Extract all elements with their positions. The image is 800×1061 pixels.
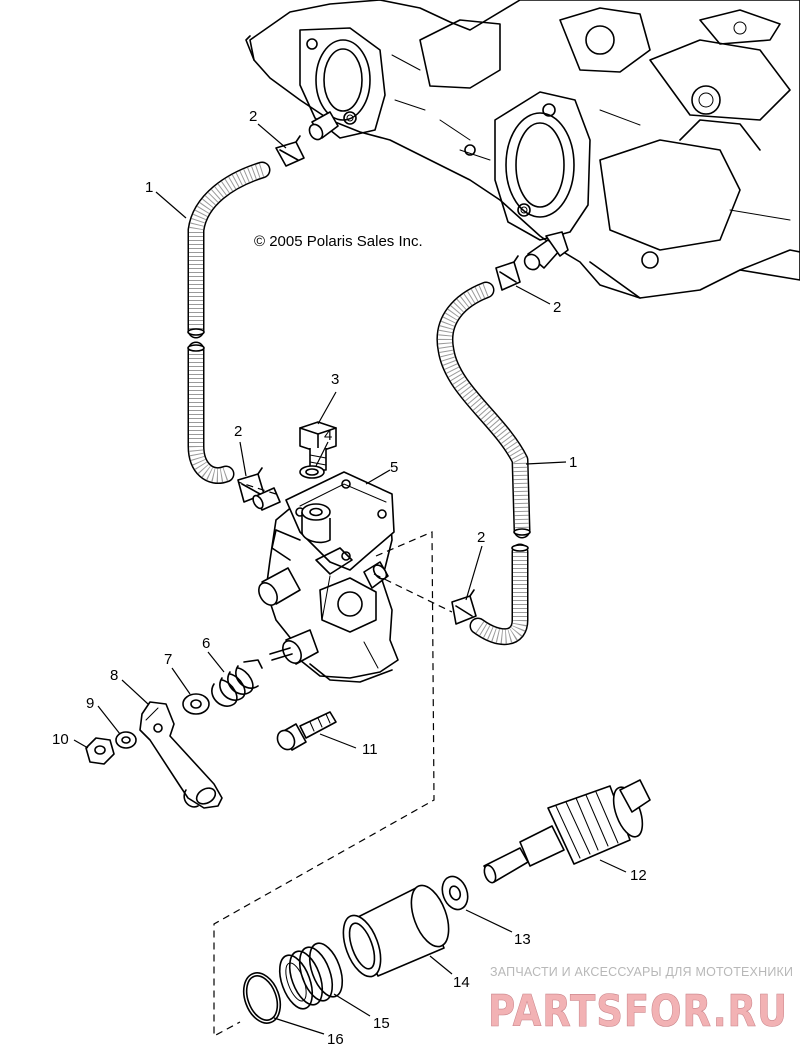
- callout-labels: 1 2 2 3 4 5 1 2 2 6 7 8 9 10 11 12 13 14…: [52, 108, 647, 1048]
- lock-washer: [115, 731, 137, 749]
- return-spring: [211, 659, 263, 707]
- hose-clamp-right-upper: [495, 255, 521, 291]
- hex-nut: [85, 737, 115, 765]
- callout-3: 3: [331, 371, 339, 388]
- upper-hose-fitting: [308, 111, 339, 141]
- drive-gear-shaft: [483, 779, 651, 884]
- copyright-notice: © 2005 Polaris Sales Inc.: [254, 233, 423, 250]
- callout-12: 12: [630, 867, 647, 884]
- drive-sleeve: [342, 884, 450, 978]
- callout-7: 7: [164, 651, 172, 668]
- watermark-brand: PARTSFOR.RU: [488, 986, 788, 1037]
- callout-5: 5: [390, 459, 398, 476]
- callout-1-left: 1: [145, 179, 153, 196]
- shaft-washer: [441, 875, 469, 911]
- oil-pump-body: [258, 471, 399, 683]
- callout-2-right-lower: 2: [477, 529, 485, 546]
- snap-ring: [242, 972, 282, 1024]
- callout-8: 8: [110, 667, 118, 684]
- callout-15: 15: [373, 1015, 390, 1032]
- callout-2-left-lower: 2: [234, 423, 242, 440]
- oil-hose-left: [187, 161, 271, 484]
- sealing-washer: [299, 465, 325, 479]
- callout-16: 16: [327, 1031, 344, 1048]
- callout-2-right-upper: 2: [553, 299, 561, 316]
- mounting-screw: [276, 711, 337, 751]
- callout-2-upper: 2: [249, 108, 257, 125]
- callout-4: 4: [324, 427, 332, 444]
- callout-11: 11: [362, 741, 378, 758]
- assembly-outline: [213, 531, 435, 1038]
- hose-clamp-upper: [275, 135, 305, 167]
- lower-hose-fitting: [523, 231, 569, 271]
- watermark-subtitle: ЗАПЧАСТИ И АКСЕССУАРЫ ДЛЯ МОТОТЕХНИКИ: [490, 965, 793, 979]
- engine-block: [245, 0, 800, 299]
- shaft-spring: [278, 942, 344, 1010]
- watermark: ЗАПЧАСТИ И АКСЕССУАРЫ ДЛЯ МОТОТЕХНИКИ PA…: [488, 965, 793, 1037]
- hose-clamp-right-lower: [451, 589, 477, 625]
- oil-hose-right: [436, 281, 531, 646]
- callout-9: 9: [86, 695, 94, 712]
- callout-10: 10: [52, 731, 69, 748]
- callout-13: 13: [514, 931, 531, 948]
- leader-lines: [73, 123, 627, 1035]
- callout-1-right: 1: [569, 454, 577, 471]
- callout-6: 6: [202, 635, 210, 652]
- callout-14: 14: [453, 974, 470, 991]
- lever-washer: [182, 693, 210, 715]
- control-lever: [139, 701, 223, 809]
